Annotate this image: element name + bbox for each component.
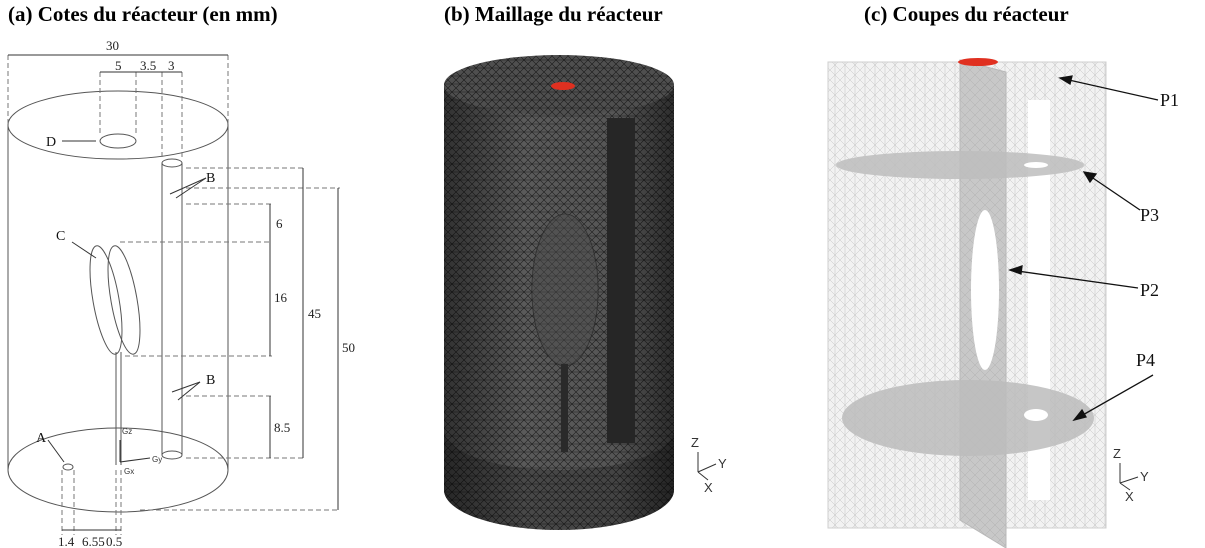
dim-6-55: 6.55 — [82, 534, 105, 548]
plane-p4 — [842, 380, 1094, 456]
label-c: C — [56, 229, 65, 244]
label-p2: P2 — [1140, 280, 1159, 300]
axis-z-c: Z — [1113, 446, 1121, 461]
panel-cuts: (c) Coupes du réacteur — [820, 0, 1205, 548]
label-a: A — [36, 431, 47, 446]
hole-a — [62, 463, 74, 471]
tube-top — [161, 158, 183, 168]
tube-bottom — [161, 450, 183, 460]
plane-p2-hole — [971, 210, 999, 370]
label-p4: P4 — [1136, 350, 1155, 370]
label-gy: Gy — [152, 455, 162, 464]
label-d: D — [46, 135, 56, 150]
label-b-bottom: B — [206, 373, 215, 388]
dim-30: 30 — [106, 38, 119, 53]
dim-5: 5 — [115, 58, 122, 73]
inlet-highlight — [551, 82, 575, 90]
dim-1-4: 1.4 — [58, 534, 75, 548]
dim-0-5: 0.5 — [106, 534, 122, 548]
dim-6: 6 — [276, 216, 283, 231]
label-p1: P1 — [1160, 90, 1179, 110]
label-gz: Gz — [122, 427, 132, 436]
dim-50: 50 — [342, 340, 355, 355]
label-p3: P3 — [1140, 205, 1159, 225]
label-b-top: B — [206, 171, 215, 186]
panel-b-title: (b) Maillage du réacteur — [444, 2, 663, 26]
dim-3: 3 — [168, 58, 175, 73]
axis-x-b: X — [704, 480, 713, 495]
top-ellipse — [7, 90, 229, 160]
axis-z-b: Z — [691, 435, 699, 450]
panel-a-title: (a) Cotes du réacteur (en mm) — [8, 2, 278, 26]
inlet-highlight-c — [958, 58, 998, 66]
hole-d — [99, 133, 137, 149]
plane-p3 — [836, 151, 1084, 179]
mesh-slot — [607, 118, 635, 443]
reactor-cuts-render: P1 P3 P2 P4 Z Y X — [827, 58, 1179, 548]
reactor-dimension-drawing: 30 5 3.5 3 6 16 8.5 45 50 1.4 6.55 0.5 D… — [7, 38, 355, 548]
reactor-mesh-render: Z Y X — [444, 55, 727, 530]
bottom-ellipse — [7, 427, 229, 513]
dim-45: 45 — [308, 306, 321, 321]
axis-x-c: X — [1125, 489, 1134, 504]
panel-mesh: (b) Maillage du réacteur — [400, 0, 820, 548]
axis-y-b: Y — [718, 456, 727, 471]
mesh-stem — [561, 364, 568, 452]
dim-16: 16 — [274, 290, 288, 305]
dim-8-5: 8.5 — [274, 420, 290, 435]
panel-dimensions: (a) Cotes du réacteur (en mm) — [0, 0, 400, 548]
axis-y-c: Y — [1140, 469, 1149, 484]
disk-c-back — [107, 245, 141, 355]
panel-c-title: (c) Coupes du réacteur — [864, 2, 1069, 26]
dim-3-5: 3.5 — [140, 58, 156, 73]
label-gx: Gx — [124, 467, 134, 476]
